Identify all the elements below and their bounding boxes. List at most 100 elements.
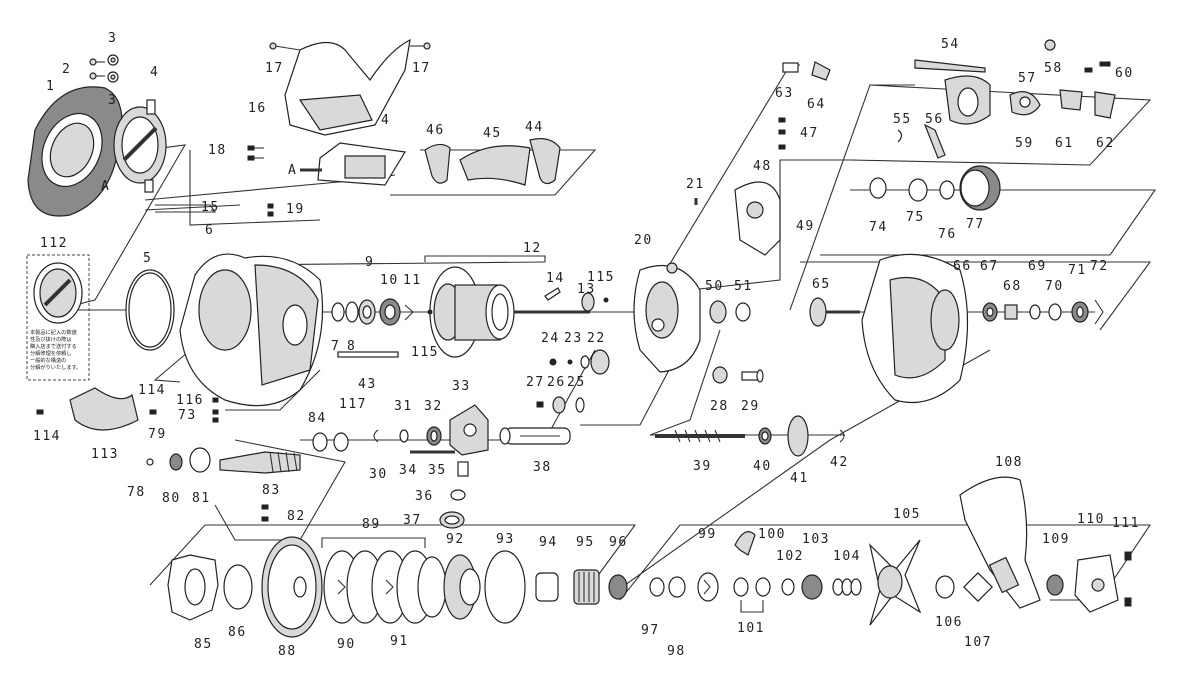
part-number-label: 4 (381, 113, 390, 128)
part-number-label: 23 (564, 331, 583, 346)
spacer-part (782, 61, 831, 81)
part-number-label: 6 (205, 223, 214, 238)
frame-part (179, 253, 324, 407)
handle-washers-part (733, 574, 862, 600)
part-number-label: 16 (248, 101, 267, 116)
bottom-guard-part (36, 387, 157, 431)
part-number-label: 83 (262, 483, 281, 498)
svg-text:分解がりいたします。: 分解がりいたします。 (30, 363, 81, 371)
pinion-part (544, 287, 609, 312)
screws-part (89, 54, 119, 83)
part-number-label: 66 (953, 259, 972, 274)
parts-drawings (26, 38, 1132, 638)
part-number-label: 43 (358, 377, 377, 392)
brake-unit-part (113, 99, 167, 193)
part-number-label: 109 (1042, 532, 1070, 547)
part-number-label: 37 (403, 513, 422, 528)
bearing-stack-part (331, 298, 414, 326)
part-number-label: 89 (362, 517, 381, 532)
part-number-label: 55 (893, 112, 912, 127)
gears-part (536, 349, 610, 414)
plate-part (300, 142, 406, 186)
handle-side-bearings-part (982, 299, 1104, 325)
star-drag-part (167, 554, 219, 621)
part-number-label: 7 (331, 339, 340, 354)
part-number-label: 61 (1055, 136, 1074, 151)
part-number-label: 88 (278, 644, 297, 659)
ring-93-part (484, 550, 526, 624)
part-number-label: 76 (938, 227, 957, 242)
part-number-label: 103 (802, 532, 830, 547)
part-number-label: 115 (411, 345, 439, 360)
part-number-label: 47 (800, 126, 819, 141)
part-number-label: 69 (1028, 259, 1047, 274)
tube-part (499, 427, 571, 445)
spool-part (427, 266, 590, 358)
part-number-label: 81 (192, 491, 211, 506)
part-number-label: 42 (830, 455, 849, 470)
letter-label: A (288, 163, 297, 178)
part-number-label: 3 (108, 31, 117, 46)
svg-text:分解修理を依頼し: 分解修理を依頼し (30, 349, 72, 357)
part-number-label: 114 (138, 383, 166, 398)
part-number-label: 45 (483, 126, 502, 141)
ring-part (125, 269, 175, 351)
pin-part (155, 204, 217, 213)
part-number-label: 20 (634, 233, 653, 248)
svg-text:本製品に記入の数値: 本製品に記入の数値 (30, 328, 77, 336)
part-number-label: 38 (533, 460, 552, 475)
part-number-label: 95 (576, 535, 595, 550)
part-number-label: 102 (776, 549, 804, 564)
part-number-label: 106 (935, 615, 963, 630)
part-number-label: 22 (587, 331, 606, 346)
part-number-label: 3 (108, 93, 117, 108)
part-number-label: 54 (941, 37, 960, 52)
part-number-label: 98 (667, 644, 686, 659)
cover-pieces-part (424, 138, 561, 186)
part-number-label: 84 (308, 411, 327, 426)
part-number-label: 17 (412, 61, 431, 76)
part-number-label: 71 (1068, 263, 1087, 278)
part-number-label: 93 (496, 532, 515, 547)
part-number-label: 111 (1112, 516, 1140, 531)
part-number-label: 5 (143, 251, 152, 266)
part-number-label: 78 (127, 485, 146, 500)
drag-star-part (868, 539, 922, 626)
part-number-label: 8 (347, 339, 356, 354)
part-number-label: 94 (539, 535, 558, 550)
part-number-label: 108 (995, 455, 1023, 470)
clutch-parts (897, 39, 1116, 159)
part-number-label: 112 (40, 236, 68, 251)
drag-washers-part (323, 550, 447, 624)
collar-94-part (535, 572, 559, 602)
pinion-gear-part (809, 297, 860, 327)
part-number-label: 34 (399, 463, 418, 478)
part-number-label: 77 (966, 217, 985, 232)
part-number-label: 14 (546, 271, 565, 286)
part-number-label: 21 (686, 177, 705, 192)
part-number-label: 110 (1077, 512, 1105, 527)
part-number-label: 63 (775, 86, 794, 101)
part-number-label: 48 (753, 159, 772, 174)
part-number-label: 72 (1090, 259, 1109, 274)
side-plate-part (633, 262, 701, 373)
part-number-label: 30 (369, 467, 388, 482)
frame-top-part (269, 38, 431, 136)
part-number-label: 56 (925, 112, 944, 127)
part-number-label: 59 (1015, 136, 1034, 151)
letter-label: A (101, 179, 110, 194)
level-wind-part (373, 404, 489, 529)
part-number-label: 32 (424, 399, 443, 414)
part-number-label: 113 (91, 447, 119, 462)
part-number-label: 46 (426, 123, 445, 138)
part-number-label: 96 (609, 535, 628, 550)
part-number-label: 86 (228, 625, 247, 640)
handle-arm-part (959, 476, 1041, 609)
part-number-label: 114 (33, 429, 61, 444)
part-number-label: 1 (46, 79, 55, 94)
frame-screws-part (212, 397, 219, 423)
part-number-label: 90 (337, 637, 356, 652)
part-number-label: 92 (446, 532, 465, 547)
part-number-label: 50 (705, 279, 724, 294)
washer-84-part (312, 432, 328, 452)
